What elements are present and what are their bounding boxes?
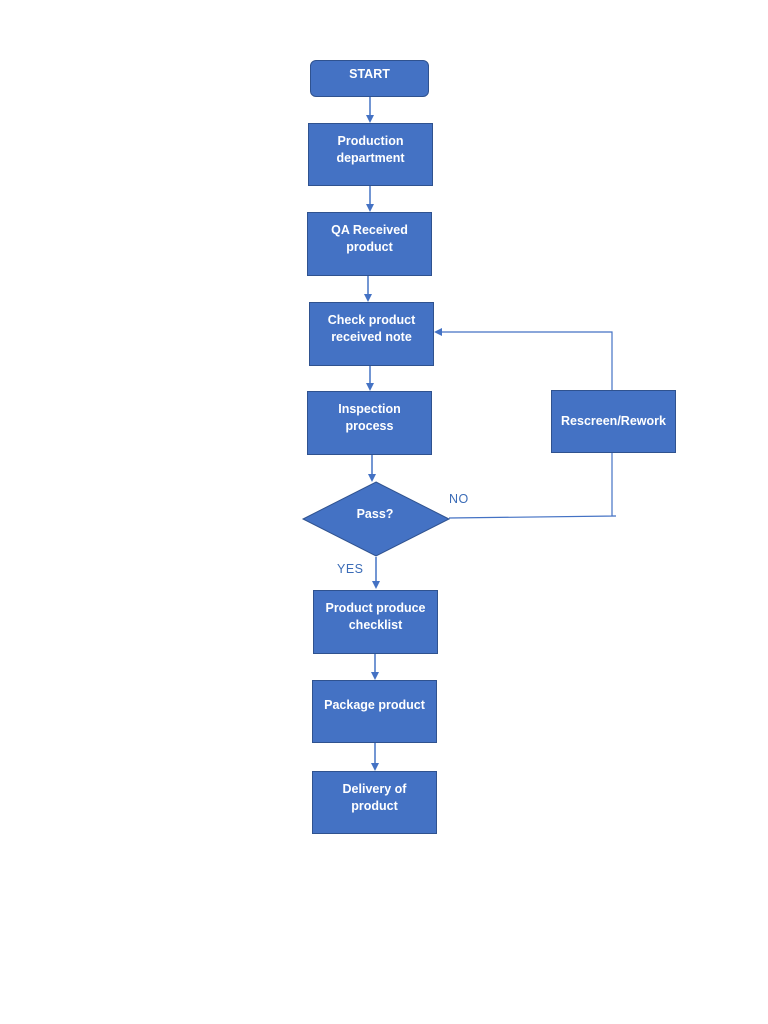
check-received-note-node: Check product received note: [309, 302, 434, 366]
delivery-of-product-node: Delivery of product: [312, 771, 437, 834]
rescreen-rework-node: Rescreen/Rework: [551, 390, 676, 453]
decision-label: Pass?: [356, 507, 394, 521]
connector-no-to-rescreen: [448, 453, 617, 519]
yes-branch-label: YES: [337, 562, 364, 576]
decision-diamond: [301, 481, 451, 557]
qa-received-node: QA Received product: [307, 212, 432, 276]
start-node: START: [310, 60, 429, 97]
package-product-node: Package product: [312, 680, 437, 743]
connector-rescreen-to-check: [434, 328, 613, 390]
no-branch-label: NO: [449, 492, 469, 506]
production-department-node: Production department: [308, 123, 433, 186]
inspection-process-node: Inspection process: [307, 391, 432, 455]
product-checklist-node: Product produce checklist: [313, 590, 438, 654]
